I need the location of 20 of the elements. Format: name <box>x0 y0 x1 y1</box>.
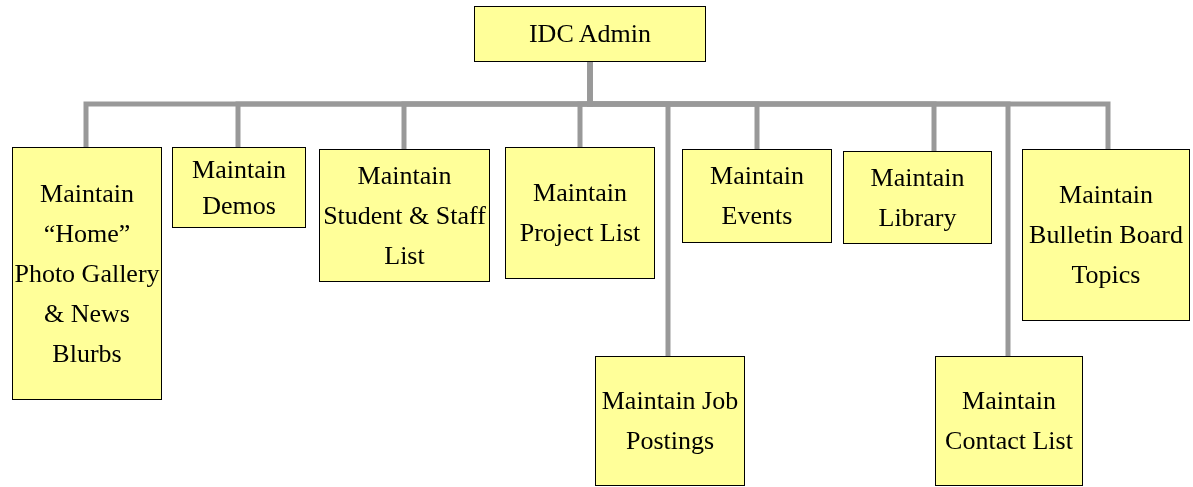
box-label: Maintain Contact List <box>944 385 1074 457</box>
process-box <box>595 356 745 486</box>
box-label: Maintain Student & Staff List <box>322 159 487 272</box>
box-label: IDC Admin <box>528 18 652 50</box>
process-box <box>474 6 706 62</box>
process-box <box>172 147 306 228</box>
process-box <box>12 147 162 400</box>
process-box <box>505 147 655 279</box>
process-box <box>319 149 490 282</box>
box-label: Maintain Library <box>869 161 966 234</box>
box-label: Maintain Events <box>709 160 805 232</box>
process-box <box>843 151 992 244</box>
process-box <box>1022 149 1190 321</box>
box-label: Maintain Demos <box>191 153 287 222</box>
process-box <box>935 356 1083 486</box>
box-label: Maintain Job Postings <box>600 385 740 457</box>
box-label: Maintain “Home” Photo Gallery & News Blurbs <box>13 177 161 370</box>
box-label: Maintain Project List <box>518 177 642 249</box>
box-label: Maintain Bulletin Board Topics <box>1028 179 1184 291</box>
process-box <box>682 149 832 243</box>
